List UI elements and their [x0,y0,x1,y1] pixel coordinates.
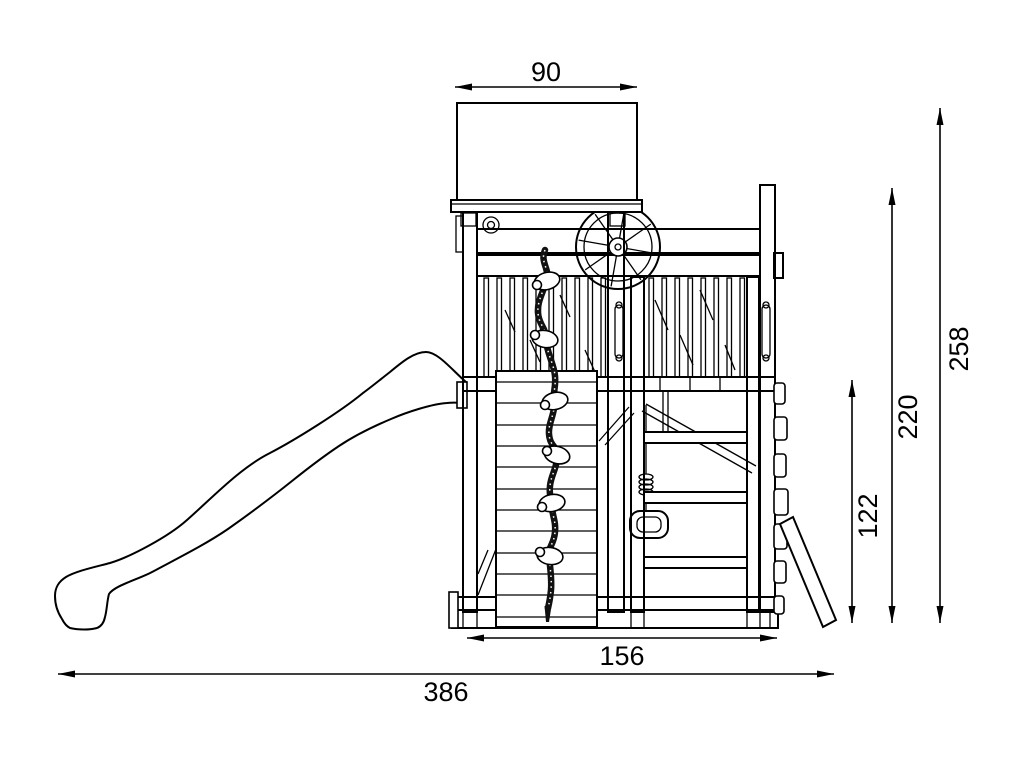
dimension-overall-height: 258 [936,108,974,623]
dimension-roof-width: 90 [455,57,637,91]
base-frame [448,591,779,629]
slide [53,350,468,631]
dimension-deck-height: 122 [848,380,883,623]
dimension-overall-depth: 386 [58,670,834,707]
knotted-climbing-rope [529,246,571,622]
climbing-holds [773,252,789,615]
swing-handle [629,510,669,539]
dimension-platform-depth: 156 [467,634,777,671]
dimension-label-overall-height: 258 [944,326,974,371]
dimension-beam-height: 220 [888,188,923,623]
hook-knob [482,216,500,234]
ladder [643,431,748,569]
dimension-label-deck-height: 122 [853,493,883,538]
railing-right [648,277,746,378]
hand-grips [614,301,771,362]
dimension-label-overall-depth: 386 [423,677,468,707]
support-plank [778,515,838,629]
dimension-label-platform-depth: 156 [599,641,644,671]
roof [450,102,643,213]
dimension-label-roof-width: 90 [531,57,561,87]
ground-anchor [448,591,459,629]
dimension-label-beam-height: 220 [893,394,923,439]
